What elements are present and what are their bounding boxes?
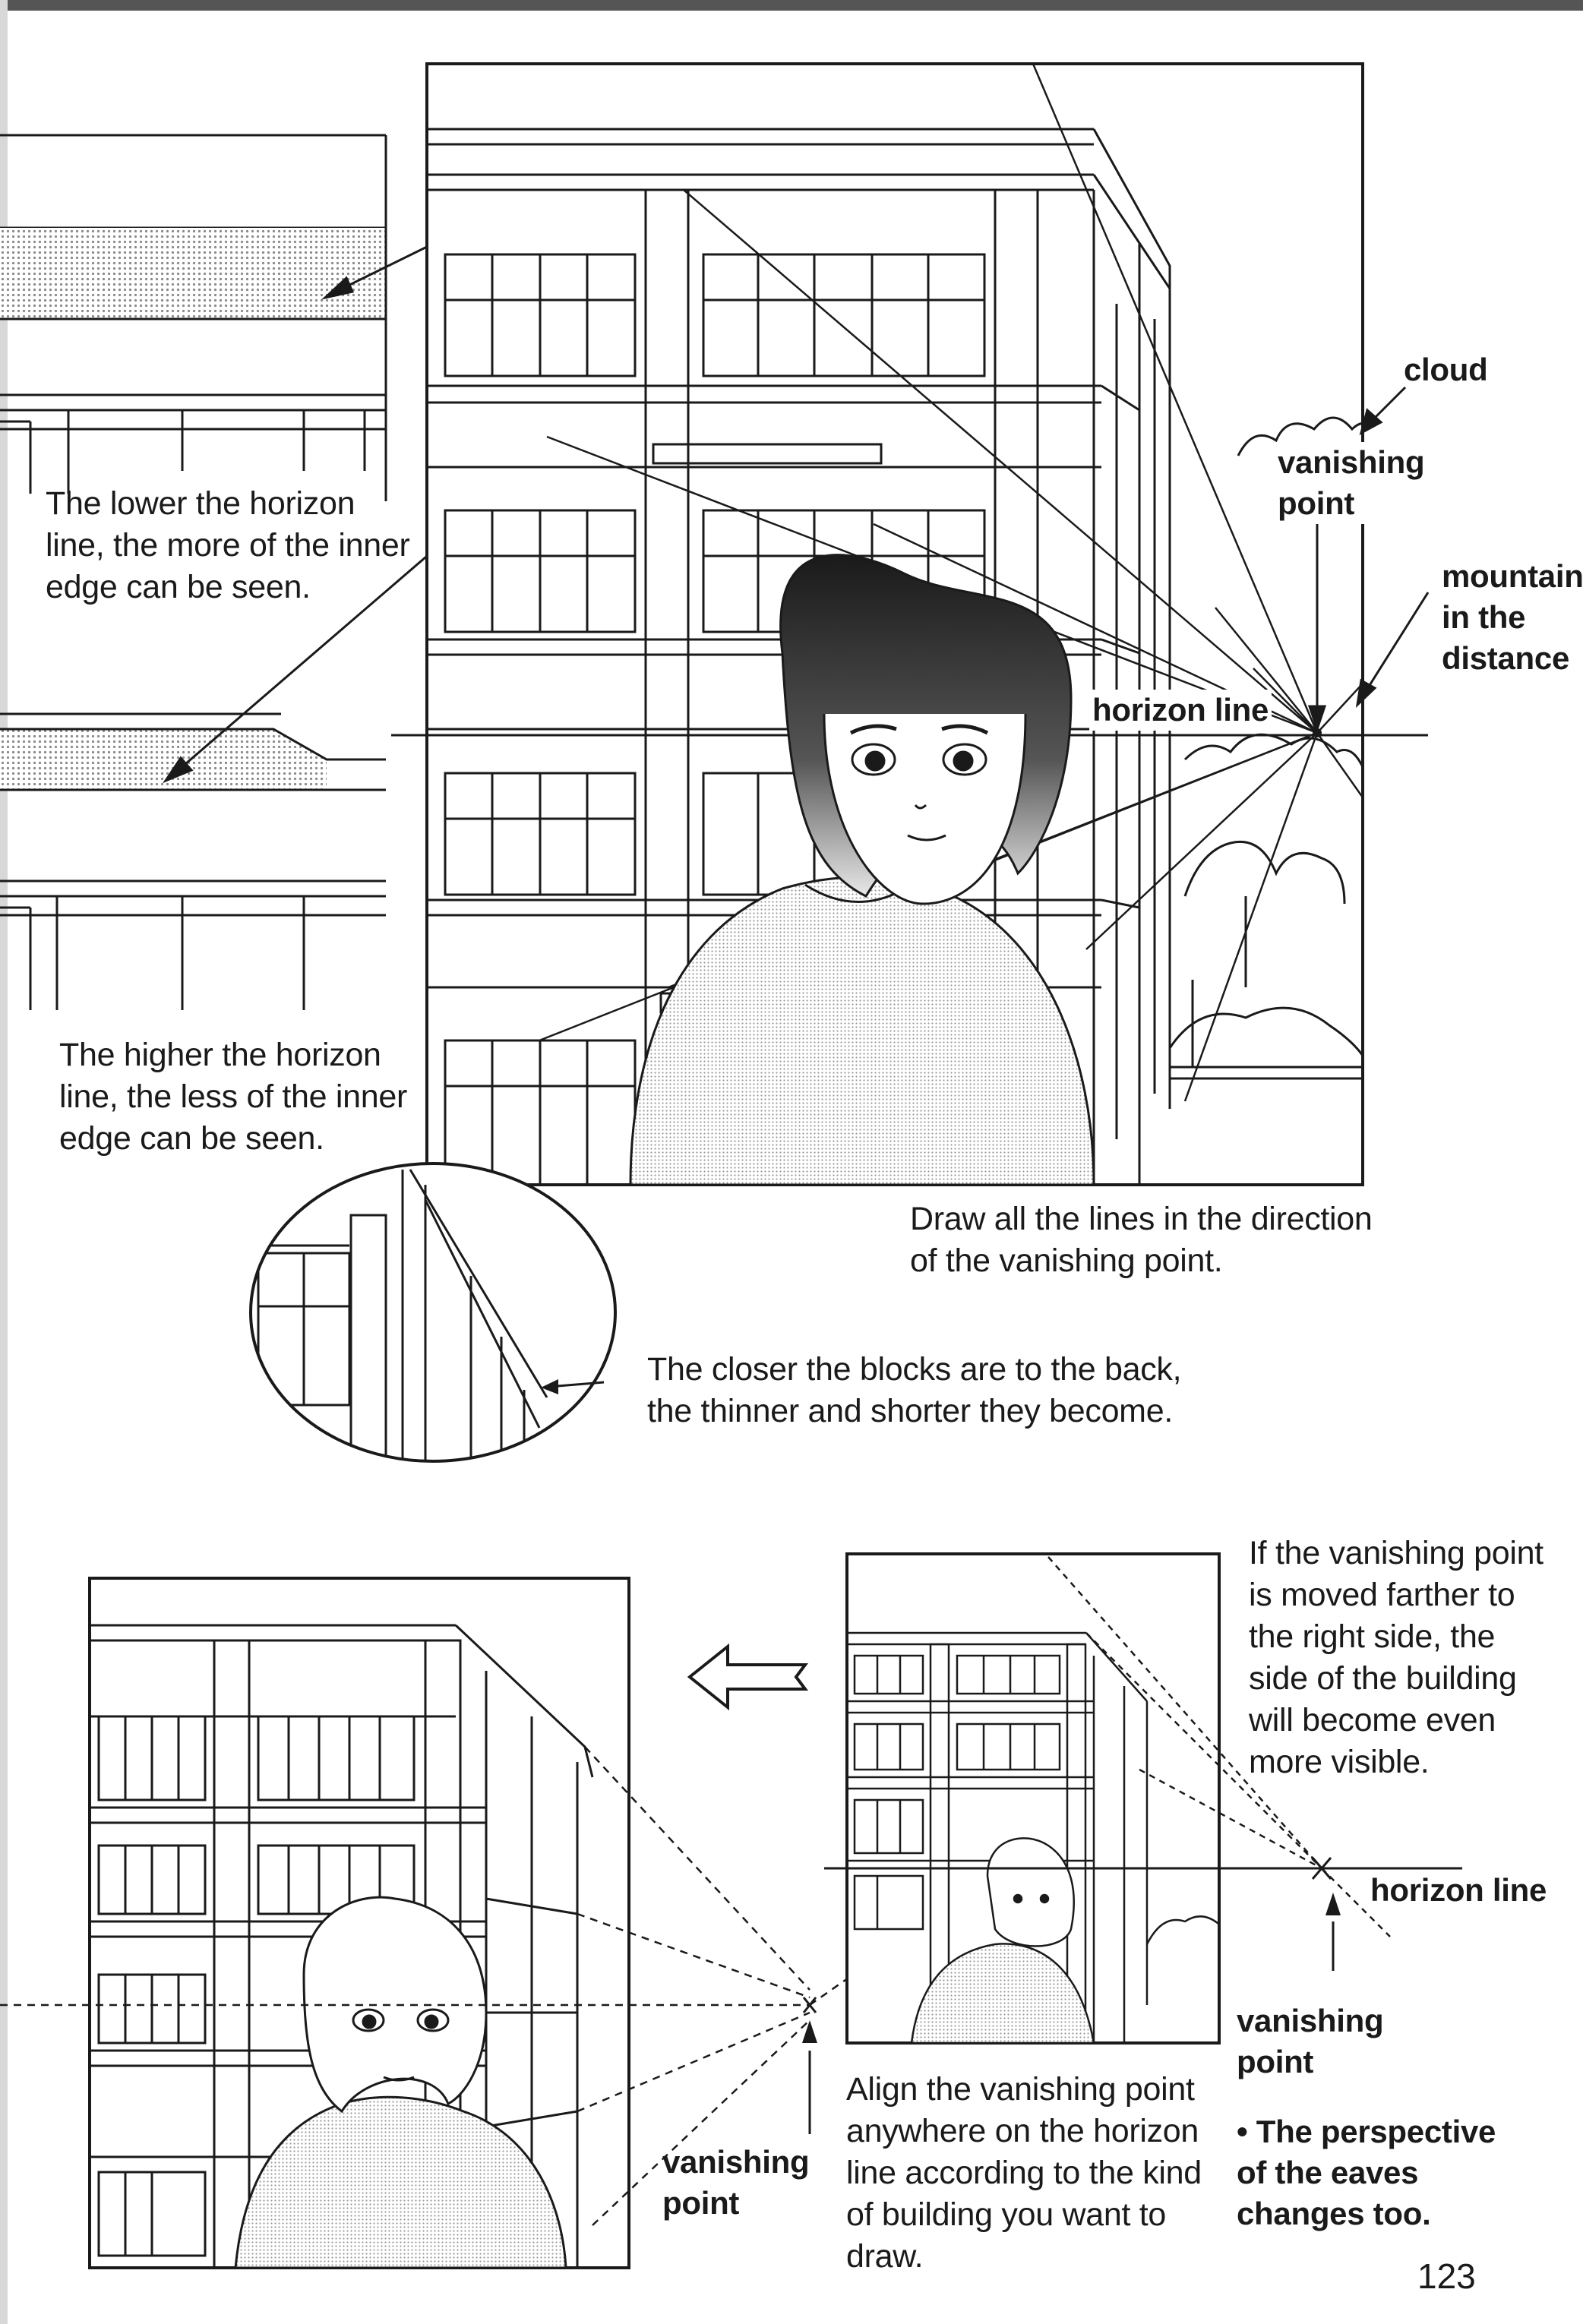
page-left-edge	[0, 0, 8, 2324]
mountain-label: mountain in the distance	[1442, 558, 1583, 676]
top-label-leaders	[1307, 386, 1430, 733]
horizon-line-right-label: horizon line	[1370, 1872, 1547, 1908]
vanishing-point-bottom-label: vanishing point	[662, 2144, 810, 2221]
vanishing-point-mid-label: vanishing point	[1237, 2003, 1384, 2079]
vp-moved-right-caption: If the vanishing point is moved farther …	[1249, 1535, 1544, 1780]
character-girl-bl	[234, 1896, 567, 2269]
horizon-line-top-label: horizon line	[1089, 690, 1272, 731]
main-perspective-panel	[391, 62, 1428, 1186]
eaves-note-caption: • The perspective of the eaves changes t…	[1237, 2114, 1496, 2231]
page-number: 123	[1417, 2256, 1476, 2296]
character-girl	[629, 554, 1095, 1186]
lower-eaves-study	[0, 712, 386, 1010]
comparison-arrow	[687, 1643, 808, 1711]
draw-lines-caption: Draw all the lines in the direction of t…	[910, 1201, 1373, 1279]
closer-blocks-caption: The closer the blocks are to the back, t…	[647, 1351, 1182, 1429]
detail-circle-inset	[249, 1162, 617, 1463]
upper-eaves-study	[0, 134, 387, 501]
align-vp-caption: Align the vanishing point anywhere on th…	[846, 2071, 1202, 2275]
vanishing-point-top-label: vanishing point	[1275, 442, 1428, 524]
vanishing-point-top	[1313, 728, 1322, 737]
higher-horizon-caption: The higher the horizon line, the less of…	[59, 1037, 408, 1157]
large-building-panel	[0, 1577, 897, 2269]
cloud-label: cloud	[1404, 352, 1488, 387]
lower-horizon-caption: The lower the horizon line, the more of …	[46, 485, 410, 605]
small-building-panel	[824, 1552, 1462, 2045]
page-top-edge	[0, 0, 1583, 11]
